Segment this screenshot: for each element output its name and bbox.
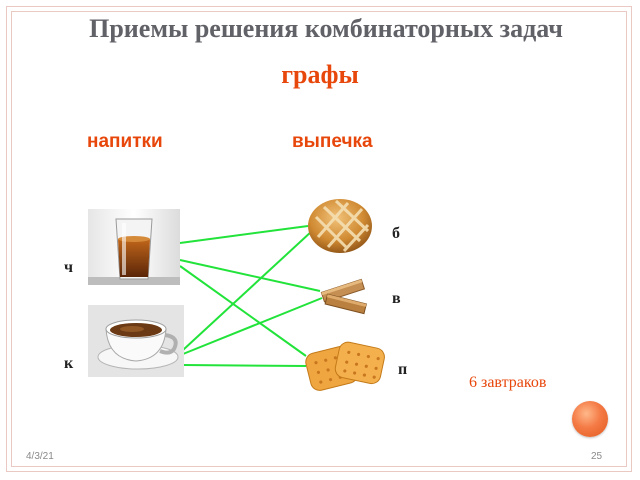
slide-outer-border: [6, 6, 632, 472]
footer-page-number: 25: [591, 451, 603, 462]
wafer-icon: [320, 277, 372, 322]
cup-of-coffee-icon: [88, 305, 184, 382]
node-label-cookies: п: [398, 361, 408, 378]
bun-icon: [306, 195, 374, 260]
slide-inner-border: [11, 11, 627, 467]
category-drinks: напитки: [87, 131, 163, 152]
node-label-bun: б: [392, 225, 400, 242]
edge-k-v: [182, 297, 323, 355]
cookies-icon: [304, 339, 386, 402]
node-label-tea: ч: [64, 259, 74, 276]
slide-subtitle: графы: [281, 60, 359, 89]
result-note: 6 завтраков: [469, 374, 547, 391]
glass-of-tea-icon: [88, 209, 180, 290]
node-label-wafer: в: [392, 290, 401, 307]
edge-ch-b: [179, 225, 309, 244]
edge-ch-v: [179, 259, 321, 292]
edge-k-p: [182, 364, 307, 367]
footer-date: 4/3/21: [26, 451, 54, 462]
node-label-coffee: к: [64, 355, 74, 372]
edge-ch-p: [179, 265, 307, 357]
edge-k-b: [182, 230, 313, 351]
category-pastry: выпечка: [292, 131, 373, 152]
slide-title: Приемы решения комбинаторных задач: [89, 14, 563, 43]
decorative-orange-circle: [572, 401, 608, 437]
